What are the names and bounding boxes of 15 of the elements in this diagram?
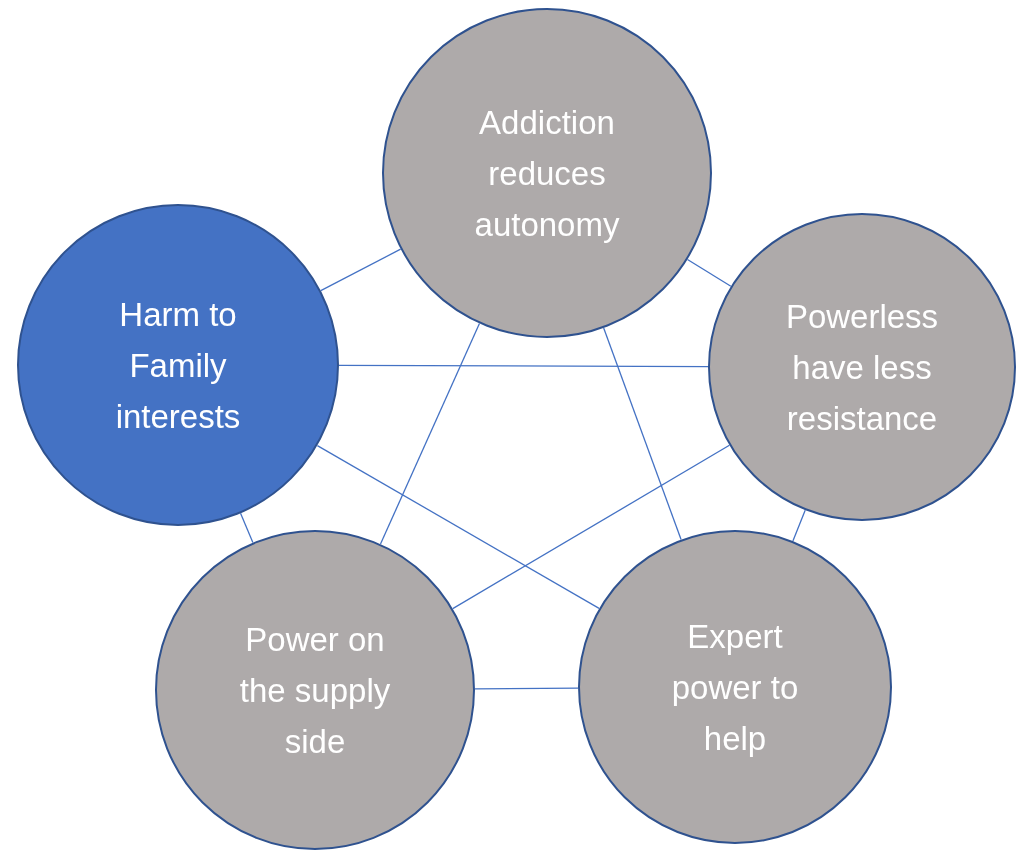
concept-text: Harm to Family interests xyxy=(114,294,242,437)
connector-line xyxy=(603,327,682,541)
connector-line xyxy=(474,687,579,690)
connector-line xyxy=(338,364,709,368)
connector-line xyxy=(686,258,732,287)
connector-line xyxy=(239,512,254,544)
connector-line xyxy=(379,322,481,545)
connector-line xyxy=(452,444,731,610)
connector-line xyxy=(316,444,600,610)
connector-line xyxy=(792,509,806,542)
concept-text: Power on the supply side xyxy=(238,619,392,762)
concept-text: Powerless have less resistance xyxy=(784,296,940,439)
concept-text: Expert power to help xyxy=(670,616,800,759)
concept-text: Addiction reduces autonomy xyxy=(473,102,621,245)
connector-line xyxy=(320,248,402,292)
